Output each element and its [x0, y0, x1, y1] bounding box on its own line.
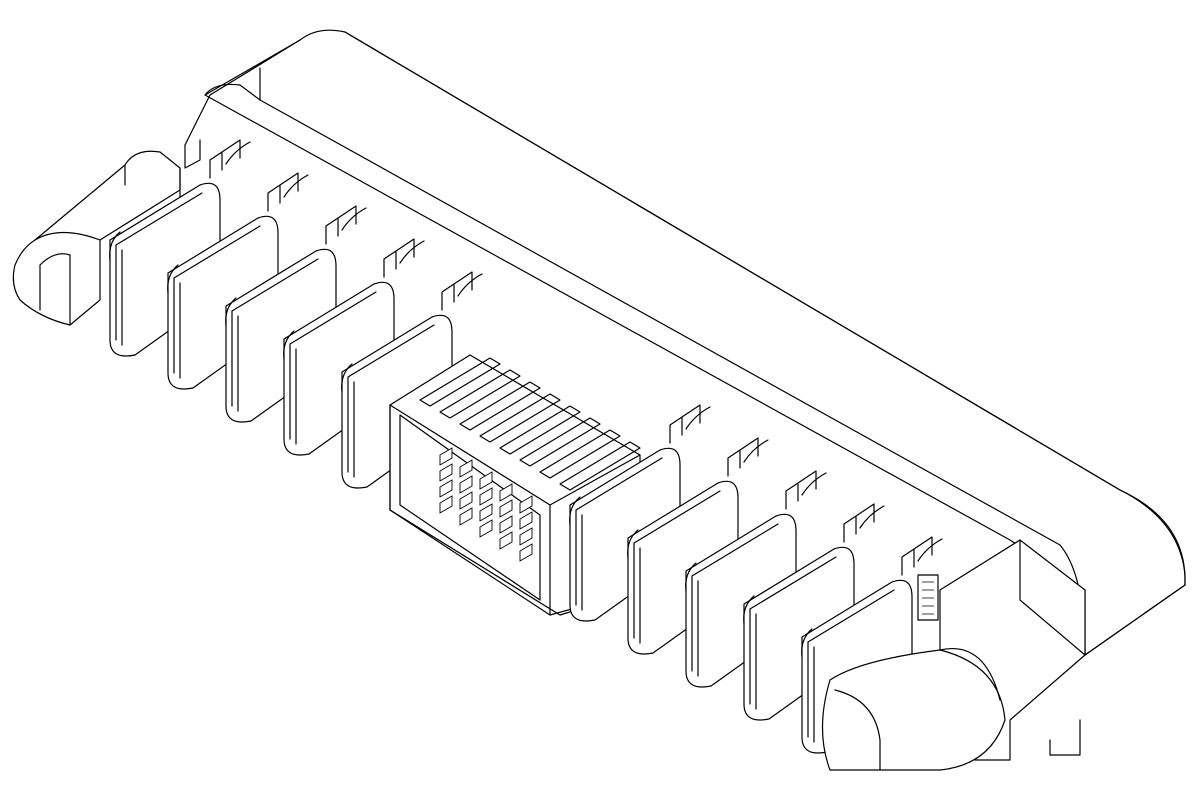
- header-pin: [479, 471, 493, 490]
- header-pin: [459, 507, 473, 526]
- header-pin: [519, 511, 533, 530]
- header-pin: [459, 491, 473, 510]
- shroud-rib: [439, 369, 521, 419]
- shroud-rib: [499, 405, 581, 455]
- header-pin: [439, 495, 453, 514]
- header-pin: [499, 515, 513, 534]
- shroud-rib: [559, 441, 641, 491]
- shroud-ribs: [419, 357, 641, 491]
- left-end-cap: [12, 94, 211, 326]
- header-pin: [499, 499, 513, 518]
- shroud-rib: [479, 393, 561, 443]
- shroud-rib: [539, 429, 621, 479]
- header-pin: [459, 475, 473, 494]
- shroud-rib: [419, 357, 501, 407]
- header-pin: [479, 487, 493, 506]
- shroud-rib: [519, 417, 601, 467]
- header-pin: [499, 531, 513, 550]
- left-seal-fins: [109, 139, 483, 489]
- header-pin: [459, 459, 473, 478]
- header-pin: [439, 447, 453, 466]
- housing-body: [204, 29, 1186, 656]
- header-pin: [439, 463, 453, 482]
- header-pin: [499, 483, 513, 502]
- shroud-rib: [459, 381, 541, 431]
- header-pin: [479, 519, 493, 538]
- latch-tab: [917, 574, 939, 621]
- header-pin: [479, 503, 493, 522]
- header-pin: [439, 479, 453, 498]
- header-pin: [519, 495, 533, 514]
- header-pin: [519, 527, 533, 546]
- header-pins: [439, 447, 533, 562]
- header-pin: [519, 543, 533, 562]
- right-end-cap: [821, 539, 1086, 771]
